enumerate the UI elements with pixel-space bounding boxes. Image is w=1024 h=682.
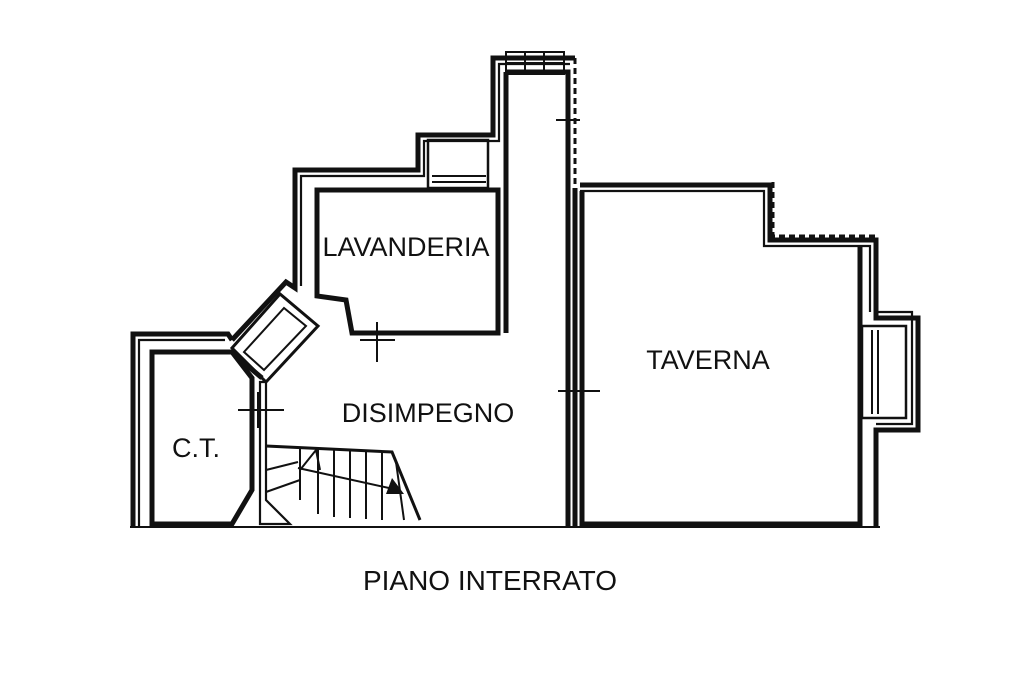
window-taverna: [860, 324, 908, 420]
door-markers: [238, 119, 600, 428]
window-top-corridor: [505, 51, 565, 75]
plan-title: PIANO INTERRATO: [363, 565, 617, 596]
interior-walls: [149, 69, 863, 527]
staircase: [265, 444, 422, 521]
window-diagonal: [229, 291, 321, 385]
room-label-lavanderia: LAVANDERIA: [322, 232, 489, 262]
room-label-ct: C.T.: [172, 433, 220, 463]
window-lavanderia: [426, 138, 490, 190]
room-label-disimpegno: DISIMPEGNO: [342, 398, 515, 428]
outer-walls: [130, 55, 921, 527]
room-label-taverna: TAVERNA: [646, 345, 770, 375]
